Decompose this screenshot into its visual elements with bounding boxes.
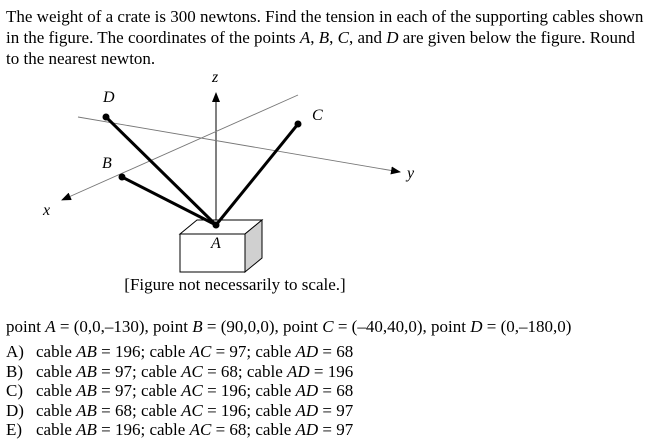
label-c: C — [312, 107, 323, 124]
answer-letter: C) — [6, 381, 23, 401]
answer-text: cable AB = 196; cable AC = 68; cable AD … — [36, 420, 354, 440]
y-axis — [77, 116, 401, 175]
coord-d-name: D — [470, 317, 483, 336]
point-word: point — [283, 317, 318, 336]
answer-choice[interactable]: D) cable AB = 68; cable AC = 196; cable … — [6, 401, 646, 421]
problem-text: The weight of a crate is 300 newtons. Fi… — [6, 7, 644, 47]
answer-letter: D) — [6, 400, 24, 420]
point-b-dot — [118, 173, 126, 181]
answer-text: cable AB = 97; cable AC = 196; cable AD … — [36, 381, 354, 401]
answer-text: cable AB = 97; cable AC = 68; cable AD =… — [36, 361, 354, 381]
label-b: B — [102, 155, 112, 172]
problem-point-c: C — [337, 28, 349, 47]
problem-sep: , and — [348, 28, 387, 47]
label-a: A — [210, 235, 221, 252]
x-axis — [61, 94, 299, 201]
answer-text: cable AB = 196; cable AC = 97; cable AD … — [36, 342, 354, 361]
answer-choice[interactable]: A) cable AB = 196; cable AC = 97; cable … — [6, 342, 646, 362]
answer-letter: E) — [6, 420, 23, 440]
problem-point-b: B — [318, 28, 330, 47]
point-c-dot — [294, 120, 302, 128]
answer-text: cable AB = 68; cable AC = 196; cable AD … — [36, 400, 354, 420]
problem-point-d: D — [386, 28, 399, 47]
cable-ab — [121, 175, 217, 227]
answer-letter: B) — [6, 361, 23, 381]
axis-label-y: y — [405, 165, 415, 182]
coord-a-value: (0,0,–130) — [73, 317, 145, 336]
answer-choice[interactable]: B) cable AB = 97; cable AC = 68; cable A… — [6, 362, 646, 382]
coord-a-name: A — [45, 317, 56, 336]
answer-choice[interactable]: E) cable AB = 196; cable AC = 68; cable … — [6, 420, 646, 440]
coord-d-value: (0,–180,0) — [500, 317, 572, 336]
point-word: point — [153, 317, 188, 336]
coord-c-value: (–40,40,0) — [351, 317, 423, 336]
crate — [178, 218, 264, 274]
point-word: point — [6, 317, 41, 336]
cable-ad — [104, 115, 218, 227]
coord-c-name: C — [322, 317, 334, 336]
point-coordinates: point A = (0,0,–130), point B = (90,0,0)… — [6, 317, 572, 336]
point-d-dot — [102, 113, 110, 121]
answer-choice[interactable]: C) cable AB = 97; cable AC = 196; cable … — [6, 381, 646, 401]
axis-label-x: x — [42, 202, 50, 219]
problem-point-a: A — [299, 28, 311, 47]
problem-sep: , — [310, 28, 319, 47]
cable-ac — [214, 123, 300, 226]
label-d: D — [102, 89, 115, 106]
point-word: point — [431, 317, 466, 336]
problem-statement: The weight of a crate is 300 newtons. Fi… — [6, 6, 646, 69]
axis-label-z: z — [211, 69, 219, 86]
answer-letter: A) — [6, 342, 24, 361]
figure-caption: [Figure not necessarily to scale.] — [124, 275, 346, 294]
coord-b-name: B — [192, 317, 203, 336]
problem-text-end: are given below the figure. Round to the… — [6, 28, 636, 68]
point-a-dot — [212, 221, 220, 229]
answer-choices: A) cable AB = 196; cable AC = 97; cable … — [6, 342, 646, 440]
coord-b-value: (90,0,0) — [220, 317, 275, 336]
problem-sep: , — [329, 28, 338, 47]
